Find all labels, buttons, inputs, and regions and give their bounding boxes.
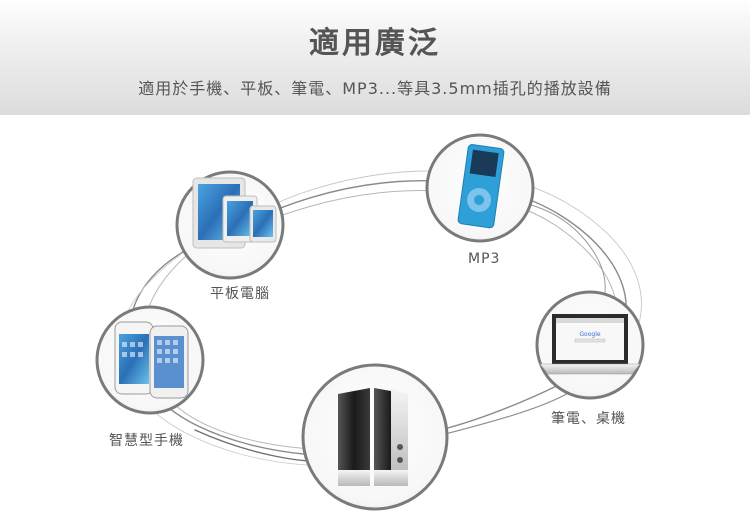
label-mp3: MP3 — [468, 251, 501, 267]
speakers-icon — [338, 388, 408, 486]
laptop-icon: Google — [539, 314, 641, 375]
svg-text:Google: Google — [579, 331, 600, 338]
label-smartphone: 智慧型手機 — [109, 433, 184, 449]
smartphone-icon — [114, 321, 189, 399]
smartphone-device-circle — [95, 305, 205, 415]
label-laptop: 筆電、桌機 — [551, 411, 626, 427]
laptop-device-circle: Google — [535, 290, 645, 400]
tablet-device-circle — [175, 170, 285, 280]
page-subtitle: 適用於手機、平板、筆電、MP3...等具3.5mm插孔的播放設備 — [138, 79, 612, 98]
label-tablet: 平板電腦 — [210, 286, 270, 302]
page-title: 適用廣泛 — [309, 26, 441, 61]
header-band: 適用廣泛 適用於手機、平板、筆電、MP3...等具3.5mm插孔的播放設備 — [0, 0, 750, 115]
mp3-device-circle — [425, 133, 535, 243]
speakers-circle — [301, 363, 449, 511]
tablet-icon — [192, 177, 277, 249]
mp3-player-icon — [457, 144, 505, 229]
